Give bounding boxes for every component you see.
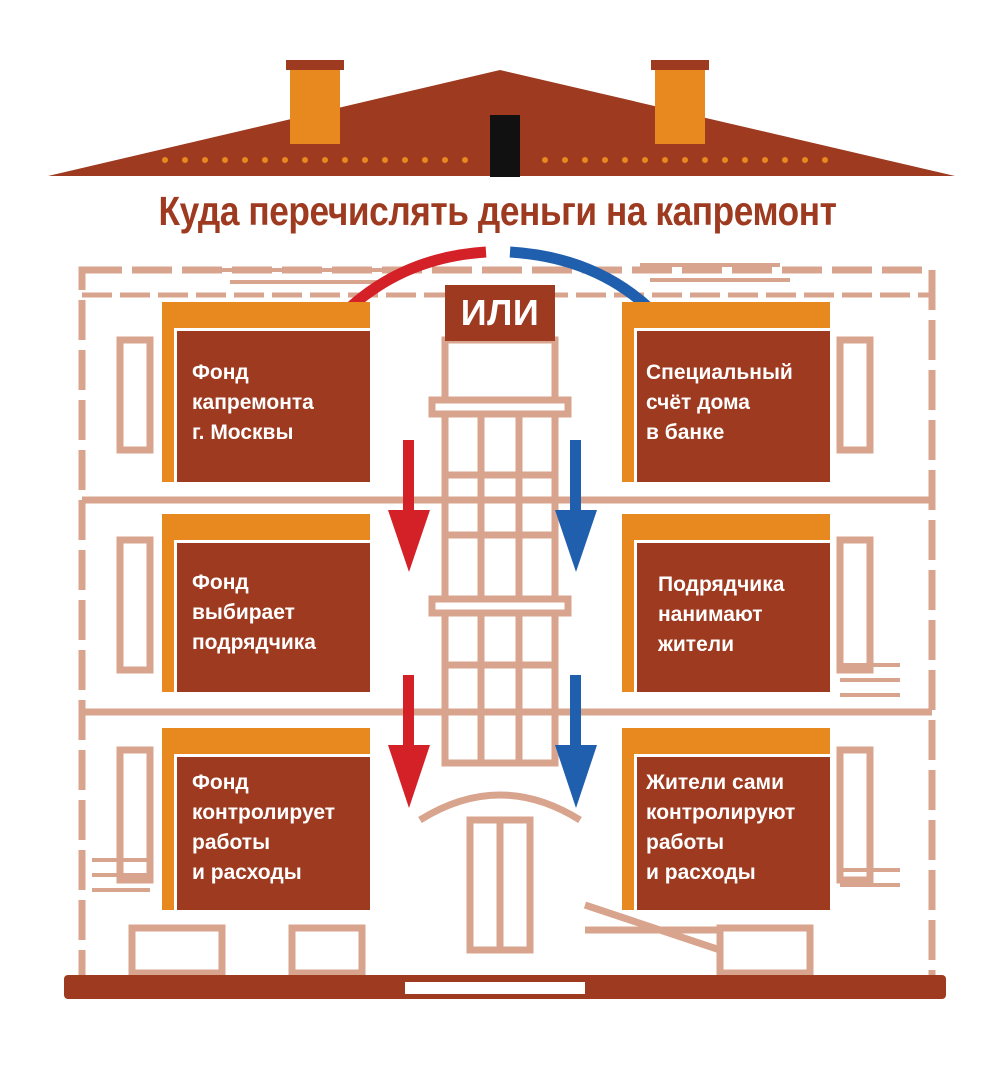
card-left-2-text: Фонд выбирает подрядчика bbox=[192, 571, 316, 654]
card-right-1: Специальный счёт дома в банке bbox=[622, 302, 830, 482]
page-title: Куда перечислять деньги на капремонт bbox=[158, 188, 837, 234]
card-left-3-text: Фонд контролирует работы и расходы bbox=[192, 771, 336, 884]
card-right-2-text: Подрядчика нанимают жители bbox=[658, 573, 785, 656]
roof bbox=[48, 60, 955, 177]
card-left-1-text: Фонд капремонта г. Москвы bbox=[192, 361, 314, 444]
card-left-2: Фонд выбирает подрядчика bbox=[162, 514, 370, 692]
card-right-3: Жители сами контролируют работы и расход… bbox=[622, 728, 830, 910]
or-badge: ИЛИ bbox=[445, 285, 555, 341]
card-right-1-text: Специальный счёт дома в банке bbox=[646, 361, 793, 444]
card-right-3-text: Жители сами контролируют работы и расход… bbox=[646, 771, 796, 884]
card-left-1: Фонд капремонта г. Москвы bbox=[162, 302, 370, 482]
card-right-2: Подрядчика нанимают жители bbox=[622, 514, 830, 692]
card-left-3: Фонд контролирует работы и расходы bbox=[162, 728, 370, 910]
down-arrows bbox=[388, 440, 597, 808]
